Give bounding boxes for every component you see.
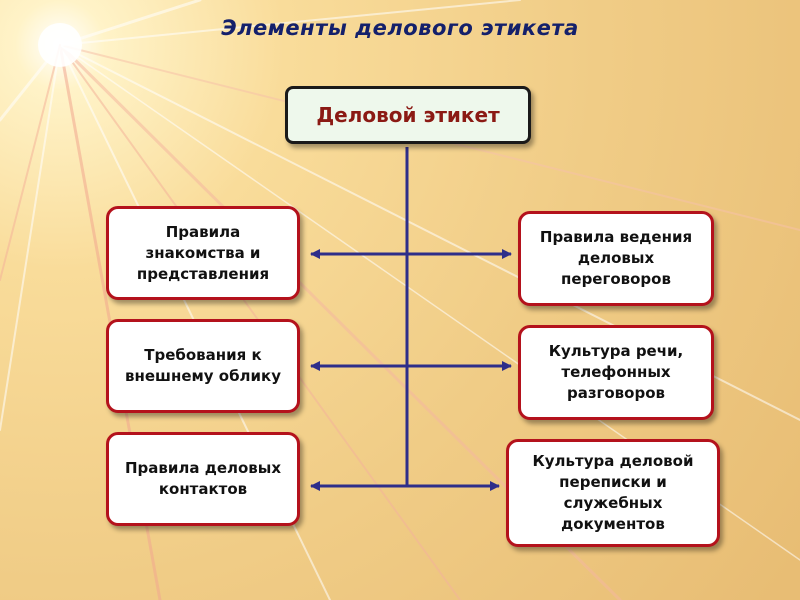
right-node-1: Правила ведения деловых переговоров	[518, 211, 714, 306]
left-node-1: Правила знакомства и представления	[106, 206, 300, 300]
left-node-2-label: Требования к внешнему облику	[125, 346, 281, 385]
right-node-3: Культура деловой переписки и служебных д…	[506, 439, 720, 547]
left-node-3-label: Правила деловых контактов	[124, 459, 282, 498]
page-title: Элементы делового этикета	[221, 16, 579, 40]
right-node-2-label: Культура речи, телефонных разговоров	[548, 342, 684, 402]
root-node-box: Деловой этикет	[285, 86, 531, 144]
left-node-1-label: Правила знакомства и представления	[136, 222, 270, 283]
right-node-2: Культура речи, телефонных разговоров	[518, 325, 714, 420]
left-node-3: Правила деловых контактов	[106, 432, 300, 526]
left-node-2: Требования к внешнему облику	[106, 319, 300, 413]
right-node-1-label: Правила ведения деловых переговоров	[539, 228, 693, 288]
right-node-3-label: Культура деловой переписки и служебных д…	[532, 452, 694, 533]
root-node-label: Деловой этикет	[316, 103, 500, 127]
